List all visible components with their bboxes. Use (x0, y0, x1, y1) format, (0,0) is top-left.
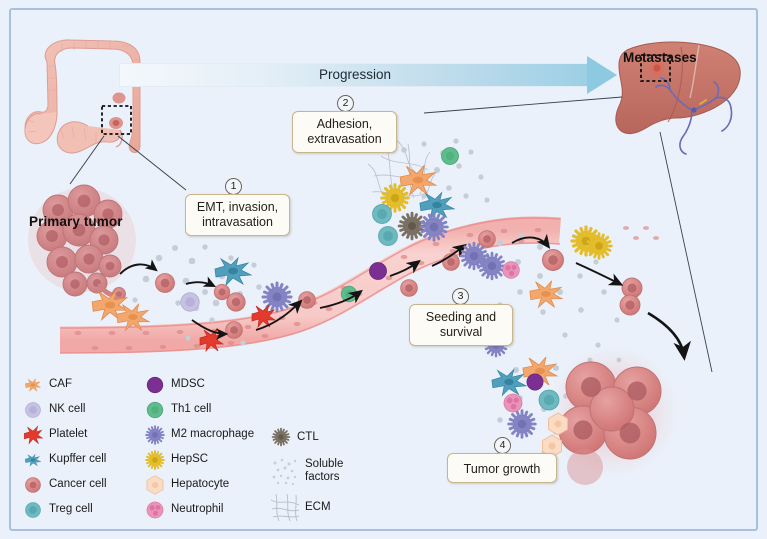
neutrophil-icon (144, 499, 166, 521)
soluble-factors-icon (270, 456, 300, 486)
legend-label: CTL (297, 430, 319, 443)
step-2-callout[interactable]: Adhesion, extravasation (292, 111, 397, 153)
legend-label: MDSC (171, 378, 205, 390)
legend-item-th1-cell: Th1 cell (144, 397, 269, 422)
hepatocyte-icon (144, 474, 166, 496)
ecm-icon (270, 492, 300, 522)
legend-item-hepsc: HepSC (144, 447, 269, 472)
legend-item-ctl: CTL (270, 422, 350, 452)
metastases-label: Metastases (623, 50, 697, 65)
legend-item-mdsc: MDSC (144, 372, 269, 397)
ctl-icon (270, 426, 292, 448)
step-1-callout[interactable]: EMT, invasion, intravasation (185, 194, 290, 236)
progression-label: Progression (318, 67, 392, 82)
legend: CAF NK cell Platelet Kupffer cell (22, 372, 343, 527)
step-4-number: 4 (494, 437, 511, 454)
progression-arrow-head (587, 56, 617, 94)
legend-label: Platelet (49, 428, 88, 440)
legend-item-caf: CAF (22, 372, 137, 397)
legend-column-1: CAF NK cell Platelet Kupffer cell (22, 372, 137, 522)
legend-label: Soluble factors (305, 458, 344, 483)
legend-label: Treg cell (49, 503, 93, 515)
legend-label: CAF (49, 378, 72, 390)
legend-item-kupffer-cell: Kupffer cell (22, 447, 137, 472)
legend-label: Cancer cell (49, 478, 107, 490)
legend-item-hepatocyte: Hepatocyte (144, 472, 269, 497)
legend-label: M2 macrophage (171, 428, 255, 440)
legend-column-2: MDSC Th1 cell M2 macrophage HepSC (144, 372, 269, 522)
legend-item-m2-macrophage: M2 macrophage (144, 422, 269, 447)
legend-item-treg-cell: Treg cell (22, 497, 137, 522)
legend-item-nk-cell: NK cell (22, 397, 137, 422)
platelet-star-icon (22, 424, 44, 446)
hepsc-icon (144, 449, 166, 471)
caf-star-icon (22, 374, 44, 396)
nk-cell-icon (22, 399, 44, 421)
mdsc-icon (144, 374, 166, 396)
legend-label: Neutrophil (171, 503, 224, 515)
legend-item-cancer-cell: Cancer cell (22, 472, 137, 497)
legend-label: Hepatocyte (171, 478, 230, 490)
legend-item-platelet: Platelet (22, 422, 137, 447)
cancer-cell-icon (22, 474, 44, 496)
th1-cell-icon (144, 399, 166, 421)
legend-column-3: CTL Sol (270, 422, 350, 524)
legend-label: NK cell (49, 403, 86, 415)
legend-item-soluble-factors: Soluble factors (270, 452, 350, 490)
kupffer-cell-icon (22, 449, 44, 471)
legend-label: Th1 cell (171, 403, 212, 415)
treg-cell-icon (22, 499, 44, 521)
progression-arrow-bar (119, 63, 591, 87)
legend-item-ecm: ECM (270, 490, 350, 524)
legend-label: Kupffer cell (49, 453, 107, 465)
step-3-number: 3 (452, 288, 469, 305)
primary-tumor-label: Primary tumor (29, 214, 123, 229)
step-1-number: 1 (225, 178, 242, 195)
legend-item-neutrophil: Neutrophil (144, 497, 269, 522)
step-2-number: 2 (337, 95, 354, 112)
legend-label: HepSC (171, 453, 209, 465)
step-3-callout[interactable]: Seeding and survival (409, 304, 513, 346)
step-4-callout[interactable]: Tumor growth (447, 453, 557, 483)
legend-label: ECM (305, 500, 331, 513)
m2-macrophage-icon (144, 424, 166, 446)
